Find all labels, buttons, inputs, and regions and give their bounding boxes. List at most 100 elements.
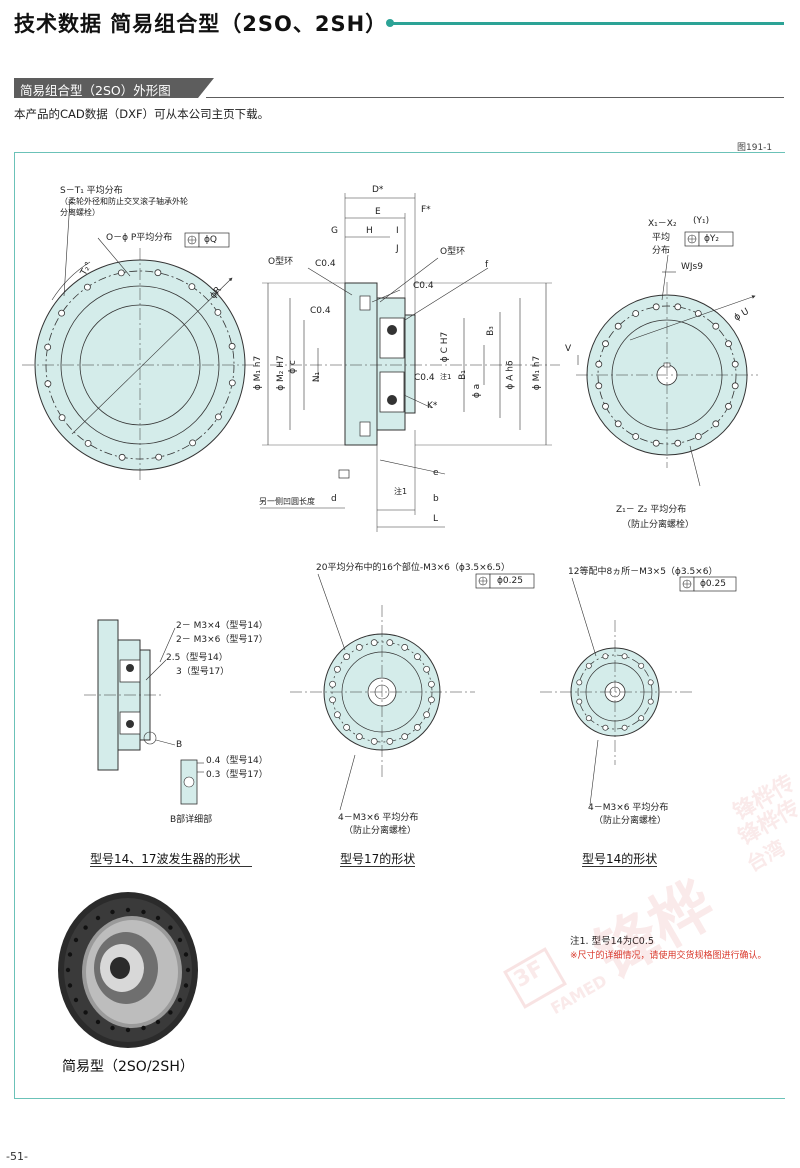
dim-c-small: ϕ c (287, 360, 298, 374)
section-tag (14, 78, 214, 98)
drawing-frame (14, 152, 785, 1099)
bolt-hole (428, 696, 435, 704)
bolt-hole (652, 439, 660, 447)
s-t-note1: （柔轮外径和防止交叉滚子轴承外轮 (60, 197, 188, 206)
bolt-hole (386, 738, 394, 745)
figure-id: 图191-1 (737, 143, 773, 153)
note-1: 注1. 型号14为C0.5 (570, 936, 654, 947)
bolt-hole (329, 680, 336, 688)
bolt-hole (602, 402, 609, 410)
dim-j: J (396, 244, 399, 254)
bolt-hole (614, 322, 622, 330)
dim-a-small: ϕ a (472, 383, 483, 399)
bolt-hole (423, 665, 430, 673)
bolt-hole (401, 644, 409, 651)
m14-caption-underline (582, 866, 657, 867)
photo-hole (168, 925, 173, 930)
bolt-hole (428, 680, 435, 688)
bolt-hole (731, 382, 739, 390)
bolt-hole (334, 665, 341, 673)
bolt-hole (725, 340, 732, 348)
bolt-hole (712, 420, 720, 428)
photo-hole (83, 1010, 88, 1015)
dim-l: L (433, 514, 439, 524)
bolt-hole (370, 738, 378, 745)
photo-hole (185, 967, 191, 973)
m3x6-label: 2－ M3×6（型号17） (176, 635, 268, 645)
d25-label: 2.5（型号14） (166, 653, 228, 663)
page-title: 技术数据 简易组合型（2SO、2SH） (14, 12, 388, 36)
bolt-hole (386, 639, 394, 646)
photo-hole (125, 1027, 131, 1033)
dim-f-small: f (485, 260, 489, 270)
photo-hole (155, 1019, 161, 1025)
dim-m2-h7: ϕ M₂ H7 (275, 355, 286, 391)
note-2: ※尺寸的详细情况，请使用交货规格图进行确认。 (570, 951, 767, 961)
m17-tolerance: ϕ0.25 (497, 576, 523, 586)
phi-y2-label: ϕY₂ (704, 234, 720, 244)
photo-hole (183, 983, 189, 988)
bolt-hole (329, 696, 336, 704)
photo-hole (168, 1010, 173, 1015)
bolt-hole (343, 653, 350, 660)
bolt-hole (638, 662, 645, 669)
photo-hole (141, 1025, 146, 1031)
dim-g: G (331, 226, 338, 236)
m3x4-label: 2－ M3×4（型号14） (176, 621, 268, 631)
wave-generator-caption: 型号14、17波发生器的形状 (90, 852, 241, 866)
bolt-hole (58, 309, 65, 317)
dim-h: H (366, 226, 373, 236)
bolt-hole (355, 733, 363, 740)
dim-n1: N₁ (312, 371, 323, 383)
bolt-hole (595, 360, 603, 368)
note1-bottom: 注1 (394, 487, 408, 496)
model14-shape (540, 576, 737, 806)
bolt-hole (84, 283, 91, 291)
bolt-hole (602, 340, 609, 348)
dim-b3: B₃ (485, 326, 496, 336)
bolt-hole (621, 724, 628, 731)
dim-d-small: d (331, 494, 337, 504)
title-rule (392, 22, 784, 25)
bolt-hole (154, 269, 162, 277)
bolt-hole (401, 733, 409, 740)
dim-m1-h7-left: ϕ M₁ h7 (253, 355, 264, 391)
bolt-hole (694, 310, 702, 317)
bolt-hole (585, 715, 592, 722)
photo-caption: 简易型（2SO/2SH） (62, 1059, 194, 1075)
bolt-hole (731, 360, 739, 368)
note1-sup: 注1 (440, 373, 452, 381)
x-label: X₁－X₂ (648, 219, 677, 229)
bolt-hole (228, 379, 236, 387)
m14-bottom-label: 4－M3×6 平均分布 (588, 803, 669, 813)
z-note: （防止分离螺栓） (622, 520, 695, 530)
t03-label: 0.3（型号17） (206, 770, 268, 780)
left-front-view (22, 199, 258, 482)
dim-e-small: e (433, 468, 439, 478)
bolt-hole (355, 644, 363, 651)
bolt-hole (712, 322, 720, 330)
bolt-hole (188, 283, 196, 291)
c04-left: C0.4 (310, 306, 331, 316)
bolt-hole (214, 413, 222, 421)
m17-bottom-note: （防止分离螺栓） (344, 826, 417, 836)
b-detail-label: B部详细部 (170, 815, 213, 825)
t04-label: 0.4（型号14） (206, 756, 268, 766)
m14-tolerance: ϕ0.25 (700, 579, 726, 589)
page-number: -51- (6, 1150, 28, 1163)
dim-b-small: b (433, 494, 439, 504)
y-label: (Y₁) (693, 216, 710, 226)
model17-caption: 型号17的形状 (340, 852, 416, 866)
wjs9-label: WJs9 (681, 262, 703, 272)
bolt-hole (576, 679, 583, 686)
bolt-hole (647, 698, 654, 705)
bolt-hole (674, 439, 682, 447)
photo-hole (177, 937, 183, 943)
model14-caption: 型号14的形状 (582, 852, 658, 866)
bolt-hole (652, 303, 660, 311)
section-view (260, 193, 560, 532)
section-label: 简易组合型（2SO）外形图 (20, 83, 171, 98)
dim-f: F* (421, 205, 431, 215)
photo-hole (141, 909, 146, 915)
